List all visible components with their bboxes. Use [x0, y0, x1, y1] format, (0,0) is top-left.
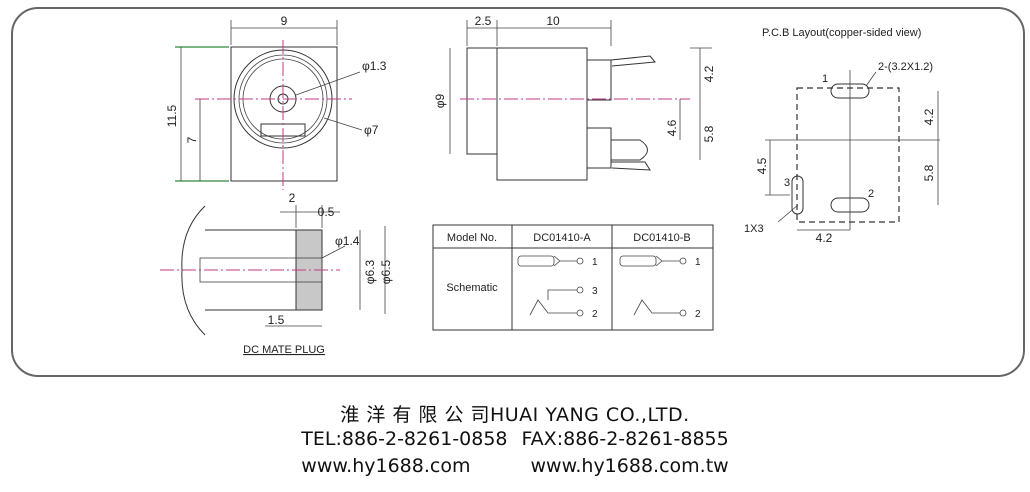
company-name-cn: 淮 洋 有 限 公 司: [340, 404, 490, 426]
table-header-a: DC01410-A: [533, 232, 591, 244]
side-dim-46: 4.6: [665, 119, 679, 136]
footer-contact: TEL:886-2-8261-0858 FAX:886-2-8261-8855: [0, 428, 1030, 450]
front-width-dim: 9: [281, 14, 288, 28]
pcb-pin-3: 3: [784, 177, 790, 189]
pcb-slot-3: [791, 175, 804, 215]
company-name-en: HUAI YANG CO.,LTD.: [489, 404, 690, 426]
pcb-pin-1: 1: [822, 73, 828, 85]
side-dim-42: 4.2: [702, 65, 716, 82]
side-view: [449, 20, 712, 181]
pcb-title: P.C.B Layout(copper-sided view): [762, 27, 921, 39]
schematic-b-pin-2: 2: [695, 309, 701, 320]
pcb-pin-2: 2: [868, 188, 874, 200]
side-length-dim: 10: [546, 14, 560, 28]
side-dia-dim: φ9: [433, 93, 447, 108]
front-view: [175, 20, 363, 190]
pcb-dim-42-v: 4.2: [922, 108, 936, 125]
table-header-b: DC01410-B: [633, 232, 690, 244]
plug-dim-63: φ6.3: [363, 259, 377, 284]
pcb-pin3-size: 1X3: [744, 223, 764, 235]
schematic-b-pin-1: 1: [695, 257, 701, 268]
side-body: [496, 47, 588, 181]
pcb-layout: [765, 70, 940, 231]
front-pin-dia: φ1.3: [362, 59, 387, 73]
website-com[interactable]: www.hy1688.com: [301, 455, 471, 477]
tel-number: TEL:886-2-8261-0858: [301, 428, 508, 450]
model-table: [432, 224, 714, 331]
schematic-a-pin-2: 2: [592, 309, 598, 320]
plug-dim-15: 1.5: [268, 313, 285, 327]
footer-websites: www.hy1688.com www.hy1688.com.tw: [0, 455, 1030, 477]
drawing-frame: [11, 7, 1025, 377]
side-dim-58: 5.8: [702, 125, 716, 142]
pcb-dim-42-h: 4.2: [816, 231, 833, 245]
plug-dim-05: 0.5: [318, 205, 335, 219]
front-body-dia: φ7: [364, 123, 379, 137]
front-height-dim: 11.5: [165, 104, 179, 127]
pcb-slot-label: 2-(3.2X1.2): [878, 61, 933, 73]
side-offset-dim: 2.5: [475, 14, 492, 28]
plug-label: DC MATE PLUG: [243, 344, 325, 356]
plug-dim-2: 2: [289, 191, 296, 205]
front-center-dim: 7: [185, 136, 199, 143]
schematic-a-pin-1: 1: [592, 257, 598, 268]
mate-plug-drawing: [160, 205, 386, 336]
pcb-dim-45-v: 4.5: [755, 157, 769, 174]
website-com-tw[interactable]: www.hy1688.com.tw: [530, 455, 729, 477]
plug-dim-65: φ6.5: [379, 259, 393, 284]
footer-company: 淮 洋 有 限 公 司HUAI YANG CO.,LTD.: [0, 400, 1030, 427]
plug-dim-14: φ1.4: [335, 234, 360, 248]
table-row-schematic: Schematic: [446, 282, 498, 294]
pcb-outline: [796, 87, 900, 223]
fax-number: FAX:886-2-8261-8855: [521, 428, 729, 450]
pcb-dim-58-v: 5.8: [922, 164, 936, 181]
schematic-a-pin-3: 3: [592, 286, 598, 297]
table-header-model: Model No.: [447, 232, 497, 244]
front-body: [230, 46, 338, 182]
